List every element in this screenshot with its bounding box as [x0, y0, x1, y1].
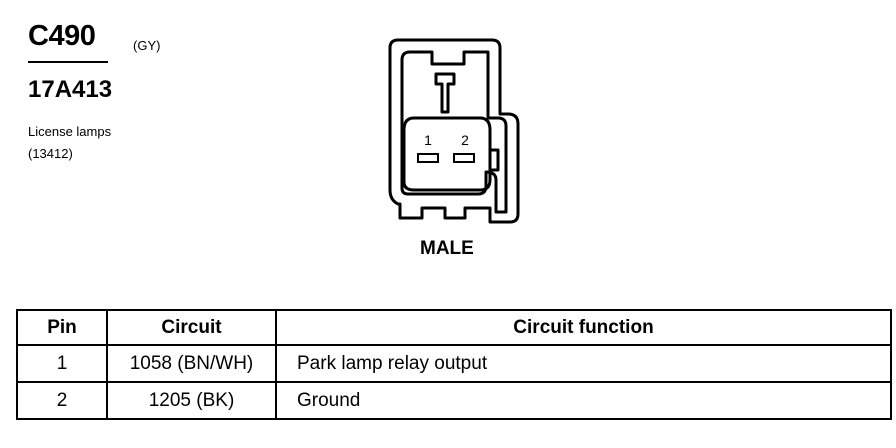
- pin-2-label: 2: [461, 132, 469, 148]
- table-header-row: Pin Circuit Circuit function: [16, 309, 892, 346]
- pin-cavity: [402, 116, 492, 192]
- pin-table: Pin Circuit Circuit function 1 1058 (BN/…: [16, 309, 892, 420]
- connector-right-catch: [490, 148, 500, 172]
- row-2-function: Ground: [275, 381, 892, 420]
- connector-color-code: (GY): [133, 38, 161, 53]
- table-row: 2 1205 (BK) Ground: [16, 381, 892, 420]
- pin-1-blade: [417, 153, 439, 163]
- connector-description: License lamps: [28, 124, 112, 139]
- table-row: 1 1058 (BN/WH) Park lamp relay output: [16, 344, 892, 383]
- row-1-function: Park lamp relay output: [275, 344, 892, 383]
- connector-housing-inner: [400, 50, 508, 214]
- pin-2-blade: [453, 153, 475, 163]
- connector-latch: [434, 72, 456, 114]
- header-pin: Pin: [16, 309, 108, 346]
- header-circuit-function: Circuit function: [275, 309, 892, 346]
- row-2-circuit: 1205 (BK): [106, 381, 277, 420]
- connector-description-code: (13412): [28, 146, 73, 161]
- connector-id: C490: [28, 20, 96, 52]
- connector-face-diagram: 1 2: [388, 38, 520, 224]
- row-1-pin: 1: [16, 344, 108, 383]
- row-1-circuit: 1058 (BN/WH): [106, 344, 277, 383]
- connector-id-underline: [28, 61, 108, 63]
- header-circuit: Circuit: [106, 309, 277, 346]
- row-2-pin: 2: [16, 381, 108, 420]
- part-number: 17A413: [28, 76, 113, 103]
- pin-1-label: 1: [424, 132, 432, 148]
- connector-view-label: MALE: [420, 238, 474, 259]
- connector-housing-outer: [388, 38, 520, 224]
